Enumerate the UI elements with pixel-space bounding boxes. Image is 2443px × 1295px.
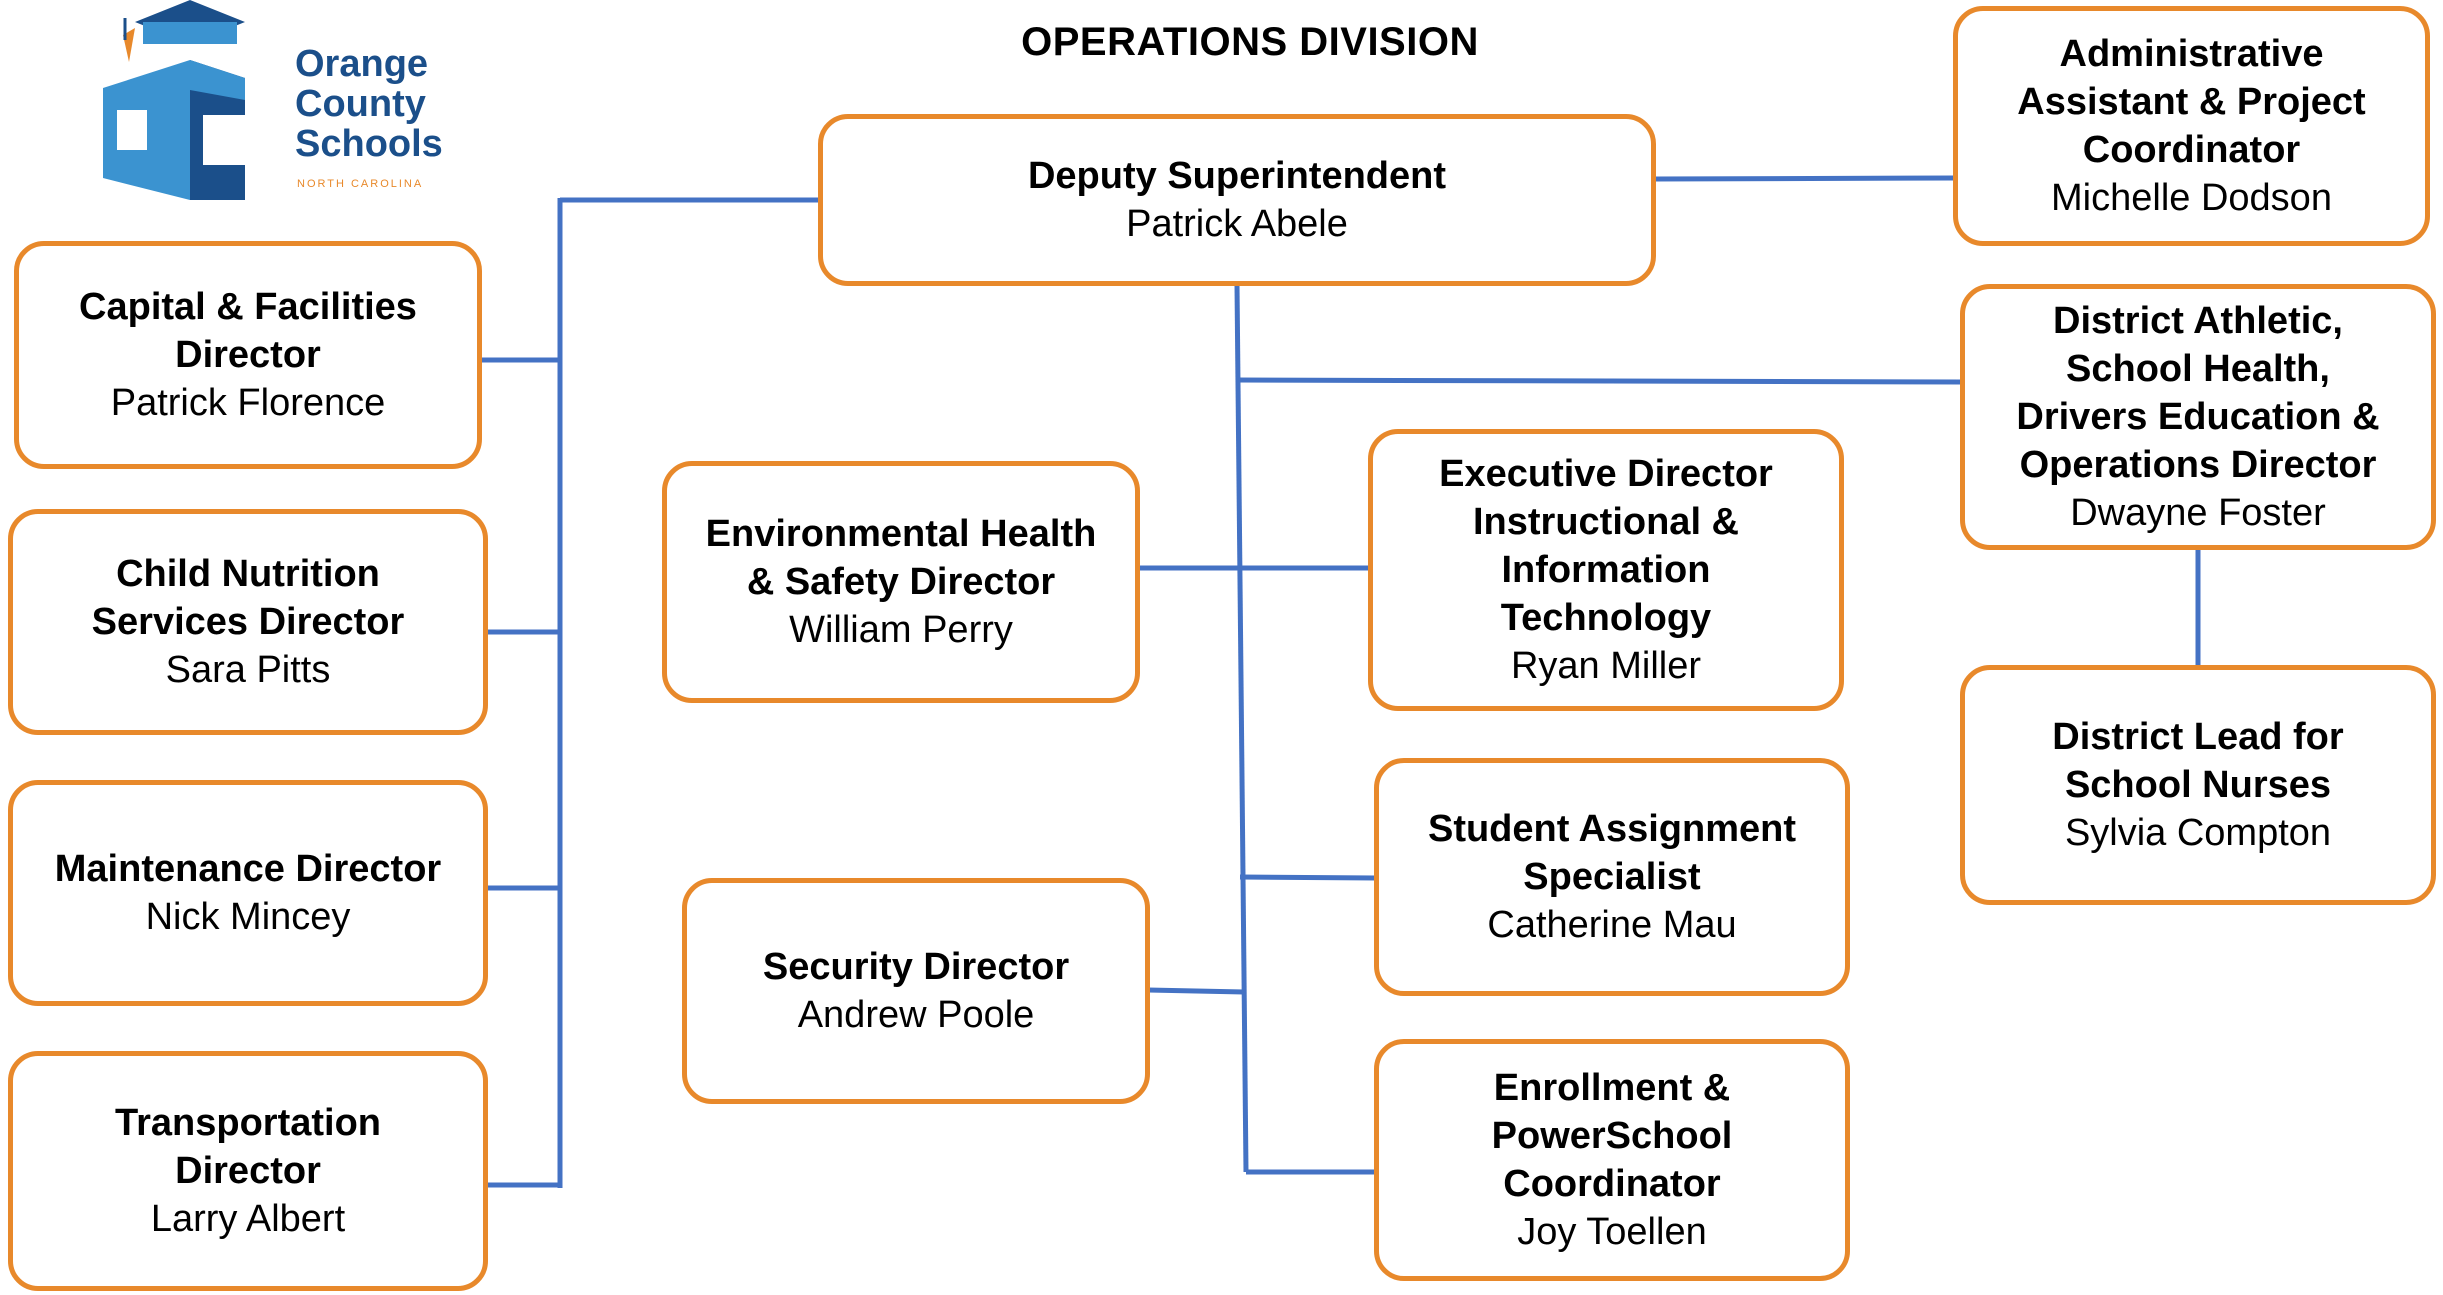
connector-security [1147,987,1245,995]
connector-student-assign [1239,874,1377,881]
node-transportation: Transportation Director Larry Albert [8,1051,488,1291]
node-person: Catherine Mau [1487,904,1737,946]
node-person: Dwayne Foster [2070,492,2326,534]
node-role: District Lead for School Nurses [2052,716,2344,806]
node-role: Transportation Director [114,1102,382,1192]
node-role: Security Director [762,946,1070,988]
logo-subtitle: NORTH CAROLINA [297,178,424,190]
chart-title: OPERATIONS DIVISION [1021,20,1479,64]
node-role: Maintenance Director [54,848,442,890]
logo-line-2: County [295,83,426,125]
node-role: Executive Director Instructional & Infor… [1439,453,1773,639]
orange-county-schools-logo [95,0,465,205]
node-role: Capital & Facilities Director [79,286,417,376]
node-role: Student Assignment Specialist [1427,808,1797,898]
node-role: Enrollment & PowerSchool Coordinator [1491,1067,1733,1205]
node-person: Sylvia Compton [2064,812,2332,854]
node-person: Ryan Miller [1510,645,1702,687]
node-executive-director-it: Executive Director Instructional & Infor… [1368,429,1844,711]
node-enrollment-powerschool: Enrollment & PowerSchool Coordinator Joy… [1374,1039,1850,1281]
node-role: Child Nutrition Services Director [91,553,405,643]
node-school-nurses-lead: District Lead for School Nurses Sylvia C… [1960,665,2436,905]
node-person: Sara Pitts [165,649,331,691]
node-child-nutrition: Child Nutrition Services Director Sara P… [8,509,488,735]
node-deputy-superintendent: Deputy Superintendent Patrick Abele [818,114,1656,286]
node-role: District Athletic, School Health, Driver… [2016,300,2380,486]
node-person: Patrick Abele [1126,203,1348,245]
node-student-assignment: Student Assignment Specialist Catherine … [1374,758,1850,996]
node-district-athletic: District Athletic, School Health, Driver… [1960,284,2436,550]
connector-deputy-admin [1654,175,1956,182]
logo-wordmark: Orange County Schools [295,44,443,164]
connector-center-spine [1234,284,1249,1173]
node-person: Patrick Florence [110,382,386,424]
node-person: Larry Albert [150,1198,346,1240]
node-person: Michelle Dodson [2051,177,2332,219]
node-capital-facilities: Capital & Facilities Director Patrick Fl… [14,241,482,469]
connector-athletic [1236,377,1963,385]
node-role: Deputy Superintendent [1027,155,1447,197]
logo-line-3: Schools [295,123,443,165]
node-person: Joy Toellen [1517,1211,1707,1253]
connector-lines [480,175,2201,1188]
school-building-icon [103,0,245,200]
node-role: Administrative Assistant & Project Coord… [2017,33,2366,171]
node-maintenance: Maintenance Director Nick Mincey [8,780,488,1006]
node-administrative-assistant: Administrative Assistant & Project Coord… [1953,6,2430,246]
node-person: Nick Mincey [145,896,351,938]
node-role: Environmental Health & Safety Director [705,513,1097,603]
node-security: Security Director Andrew Poole [682,878,1150,1104]
node-person: William Perry [789,609,1013,651]
node-person: Andrew Poole [797,994,1035,1036]
node-environmental-health: Environmental Health & Safety Director W… [662,461,1140,703]
logo-line-1: Orange [295,43,429,85]
